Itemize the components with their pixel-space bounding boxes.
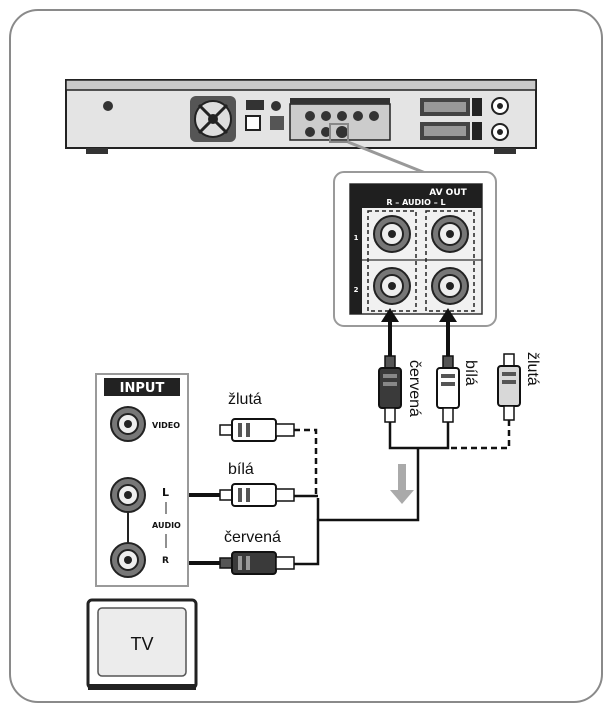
cable-label-red-left: červená: [224, 529, 281, 546]
av-out-jack: [431, 267, 469, 305]
rca-plug-red: [378, 355, 402, 423]
av-out-title: AV OUT: [429, 188, 467, 198]
arrow-up-icon: [381, 308, 399, 356]
arrow-down-icon: [390, 464, 414, 504]
cable-label-white-left: bílá: [228, 461, 254, 478]
cable-label-white-right: bílá: [462, 360, 479, 386]
av-out-jack: [373, 267, 411, 305]
audio-l-jack: [110, 477, 146, 513]
rca-plug-red-left: [219, 551, 295, 575]
audio-r-jack: [110, 542, 146, 578]
connection-diagram: AV OUT R – AUDIO – L 1 2: [9, 9, 603, 703]
rca-plug-white-left: [219, 483, 295, 507]
zoom-highlight: [329, 123, 349, 143]
television: TV: [86, 598, 198, 690]
video-jack: [110, 406, 146, 442]
audio-r-label: R: [162, 556, 169, 566]
rca-plug-yellow-left: [219, 418, 295, 442]
av-out-panel: AV OUT R – AUDIO – L 1 2: [333, 171, 497, 327]
audio-channel-label: R – AUDIO – L: [386, 198, 445, 207]
tv-label: TV: [130, 634, 153, 654]
cable-wiring: [294, 420, 511, 566]
cable-label-yellow-right: žlutá: [524, 352, 541, 386]
cable-label-red-right: červená: [406, 360, 423, 417]
av-out-jack: [431, 215, 469, 253]
video-label: VIDEO: [152, 421, 180, 430]
input-title: INPUT: [120, 381, 165, 396]
recorder-rear-panel: [65, 79, 537, 154]
fan-icon: [190, 96, 236, 142]
av-out-jack: [373, 215, 411, 253]
arrow-up-icon: [439, 308, 457, 356]
rca-plug-yellow: [497, 353, 521, 421]
audio-l-label: L: [162, 486, 169, 499]
tv-input-panel: INPUT VIDEO L AUDIO R: [95, 373, 189, 587]
audio-label: AUDIO: [152, 521, 181, 530]
row-1-label: 1: [354, 234, 359, 242]
cable-label-yellow-left: žlutá: [228, 391, 262, 408]
row-2-label: 2: [354, 286, 359, 294]
